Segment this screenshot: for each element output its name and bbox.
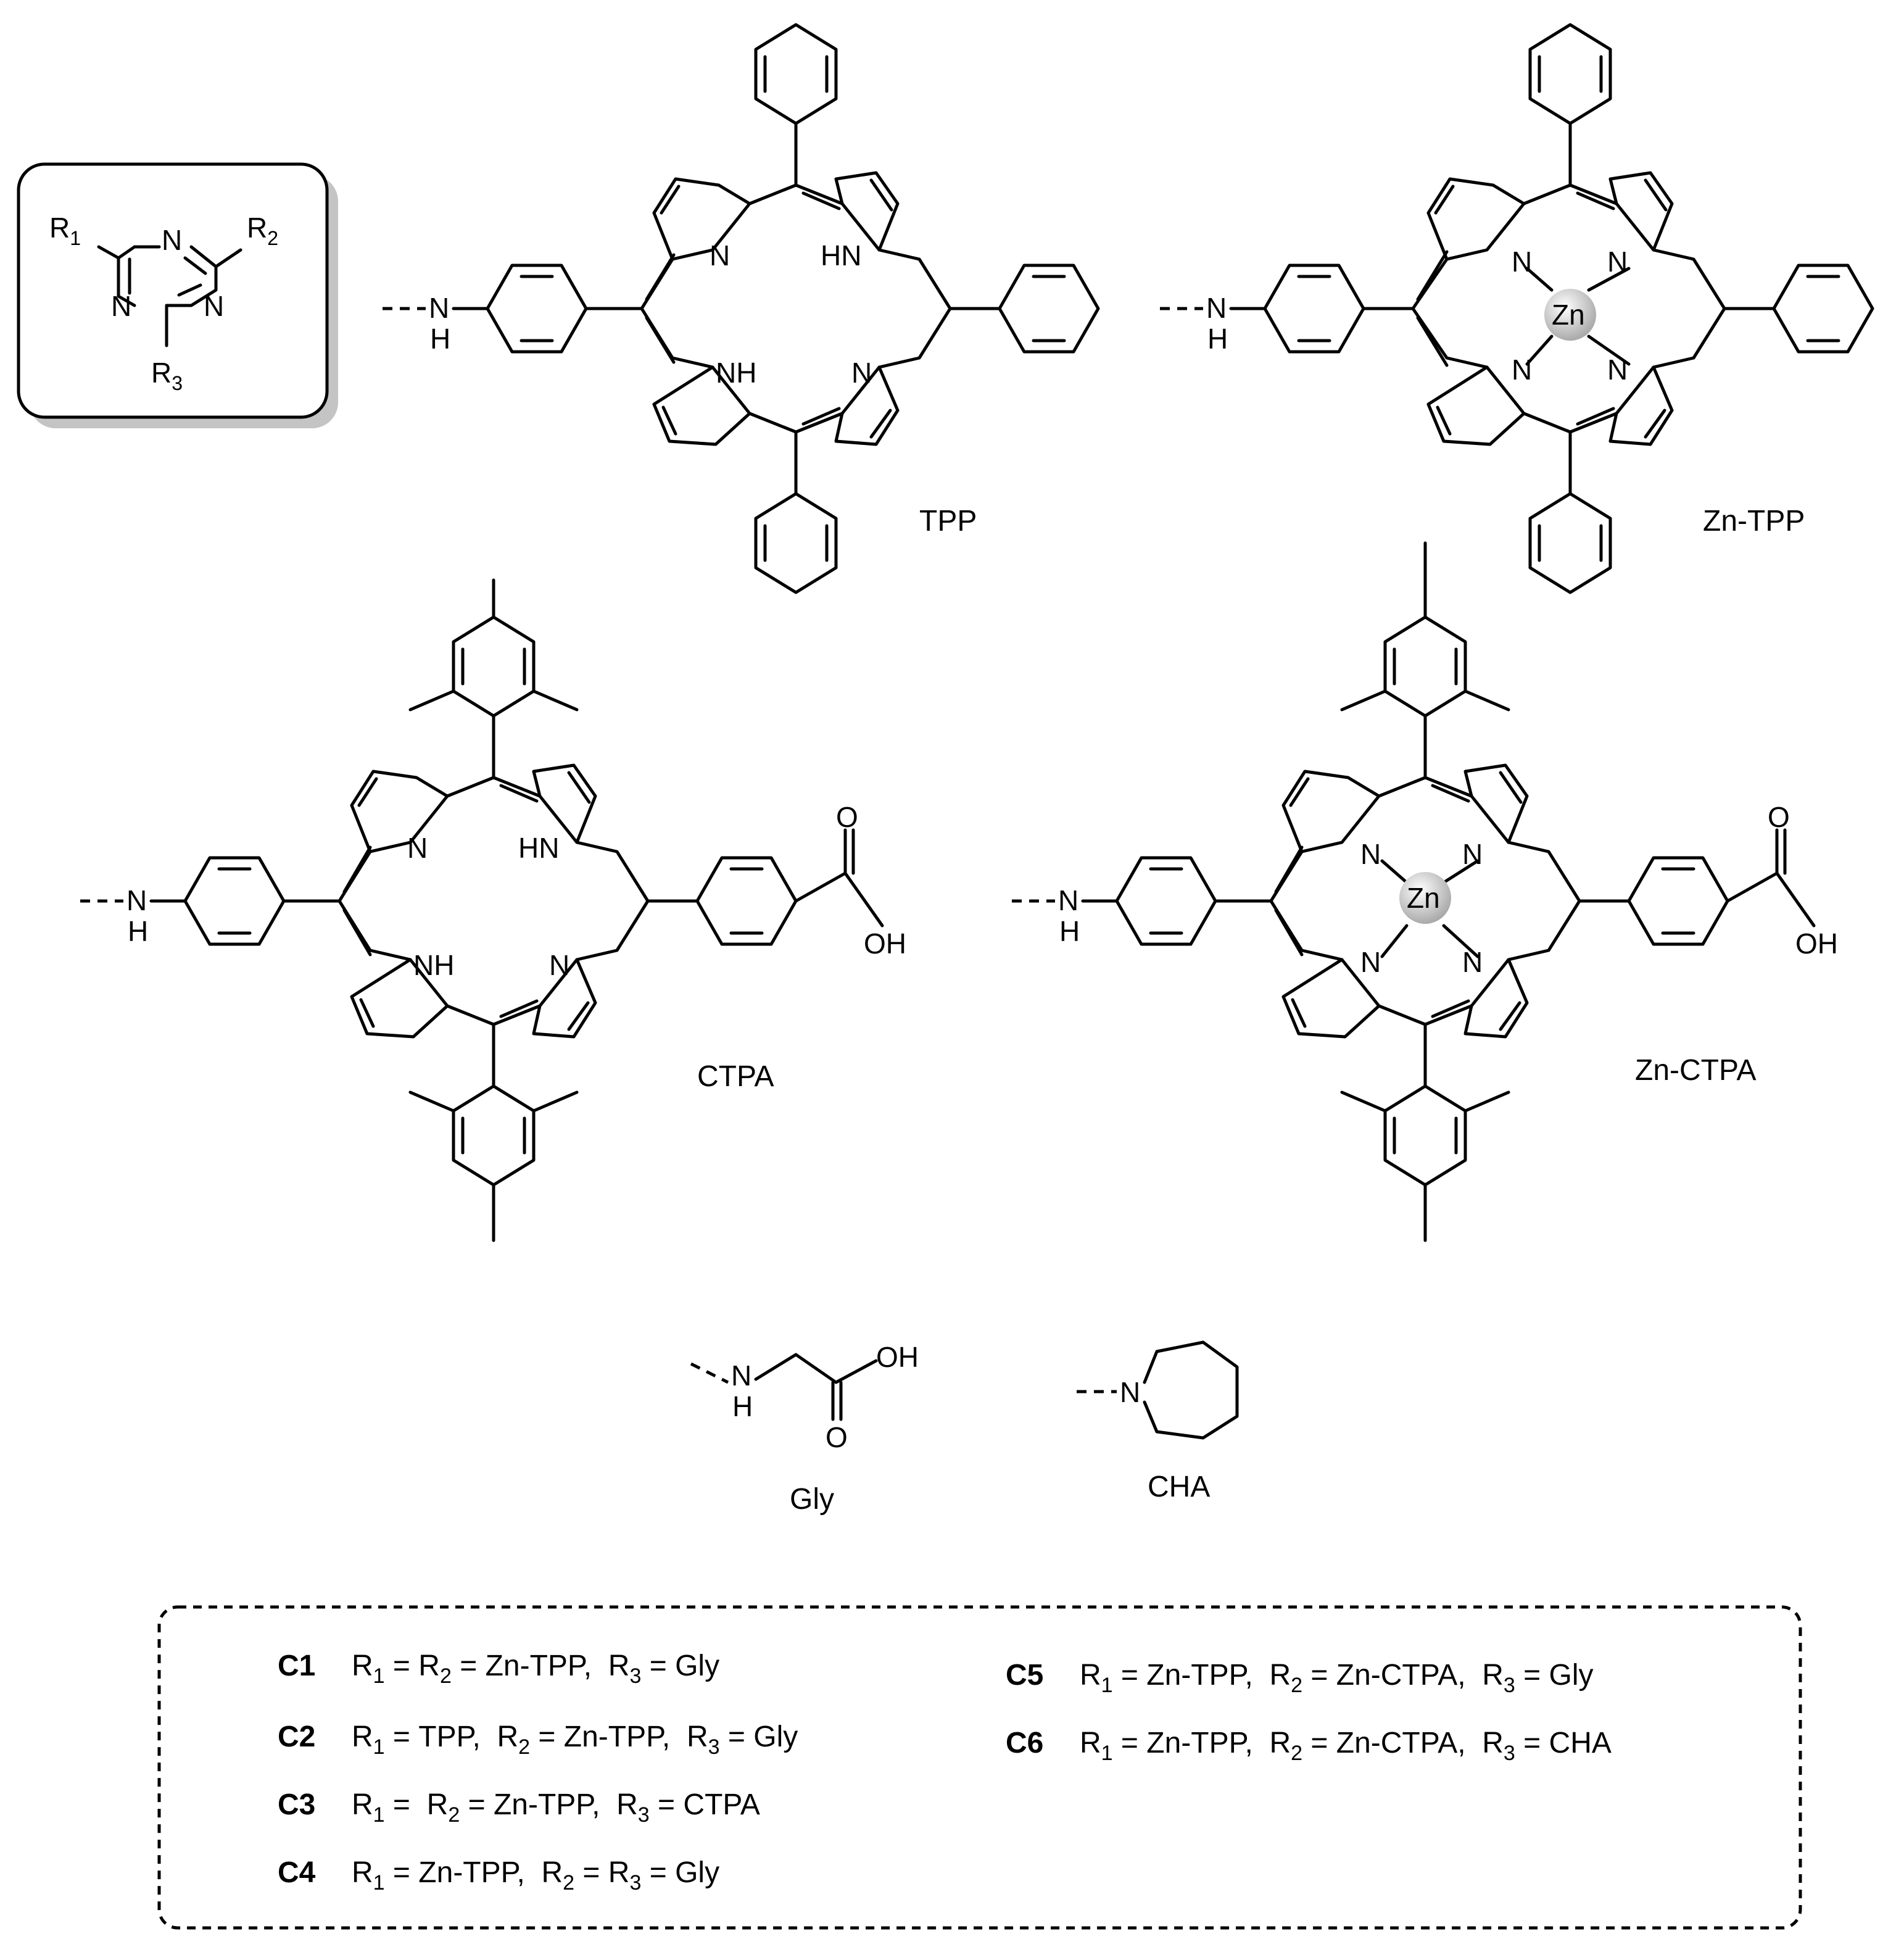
gly-label: Gly — [790, 1483, 834, 1516]
core-r2: R2 — [247, 212, 278, 249]
svg-text:NH: NH — [413, 949, 454, 981]
svg-text:Zn: Zn — [1552, 299, 1585, 331]
compound-id: C4 — [278, 1856, 316, 1889]
zn-tpp-label: Zn-TPP — [1703, 505, 1805, 538]
svg-text:H: H — [732, 1390, 753, 1422]
svg-text:HN: HN — [518, 832, 559, 864]
svg-text:N: N — [1360, 946, 1381, 978]
zn-ctpa-structure: N H N N N N Zn O OH Zn-C — [1012, 541, 1838, 1242]
zn-ctpa-label: Zn-CTPA — [1635, 1054, 1756, 1087]
compound-definition: R1 = Zn-TPP, R2 = R3 = Gly — [352, 1856, 719, 1895]
compound-id: C2 — [278, 1721, 315, 1753]
svg-text:H: H — [1059, 915, 1080, 947]
svg-text:N: N — [710, 239, 730, 272]
core-n-left: N — [111, 290, 131, 322]
compound-definition: R1 = R2 = Zn-TPP, R3 = CTPA — [352, 1788, 760, 1827]
zn-atom-sphere — [1399, 872, 1451, 924]
core-r1: R1 — [49, 212, 81, 249]
svg-text:HN: HN — [821, 239, 861, 272]
core-n-top: N — [162, 224, 182, 256]
svg-text:N: N — [851, 357, 872, 389]
svg-text:NH: NH — [716, 357, 756, 389]
tpp-label: TPP — [919, 505, 977, 538]
svg-text:O: O — [1768, 801, 1790, 833]
svg-text:N: N — [1360, 838, 1381, 870]
core-r3: R3 — [151, 357, 183, 394]
cha-label: CHA — [1148, 1471, 1210, 1503]
ctpa-label: CTPA — [697, 1060, 774, 1093]
core-n-right: N — [204, 290, 224, 322]
svg-text:N: N — [1462, 946, 1483, 978]
svg-text:N: N — [1512, 354, 1532, 386]
compound-id: C6 — [1006, 1727, 1043, 1759]
svg-text:H: H — [1207, 323, 1228, 355]
svg-text:OH: OH — [1795, 928, 1838, 960]
svg-text:N: N — [1512, 246, 1532, 278]
svg-text:N: N — [429, 292, 449, 324]
compound-id: C1 — [278, 1650, 315, 1682]
svg-text:N: N — [1462, 838, 1483, 870]
compound-definition: R1 = TPP, R2 = Zn-TPP, R3 = Gly — [352, 1721, 798, 1759]
triazine-core-box: N N N R1 R2 R3 — [17, 162, 338, 428]
svg-text:H: H — [128, 915, 148, 947]
svg-text:H: H — [430, 323, 450, 355]
svg-text:OH: OH — [876, 1341, 919, 1373]
svg-text:N: N — [1120, 1376, 1140, 1408]
ctpa-structure: N H N HN NH N O OH CTPA — [80, 578, 906, 1242]
compound-definition: R1 = Zn-TPP, R2 = Zn-CTPA, R3 = CHA — [1080, 1727, 1612, 1765]
zn-tpp-structure: N H N N N N Zn Zn-TPP — [1160, 23, 1874, 594]
svg-text:Zn: Zn — [1407, 882, 1440, 914]
svg-text:N: N — [126, 884, 147, 916]
svg-text:N: N — [549, 949, 569, 981]
compound-id: C3 — [278, 1788, 315, 1821]
svg-text:OH: OH — [864, 928, 906, 960]
compound-id: C5 — [1006, 1659, 1043, 1692]
svg-text:N: N — [1607, 246, 1628, 278]
svg-text:O: O — [826, 1421, 848, 1453]
svg-text:N: N — [1607, 354, 1628, 386]
cha-structure: N CHA — [1077, 1340, 1239, 1503]
svg-text:N: N — [407, 832, 428, 864]
gly-structure: N H OH O Gly — [690, 1341, 919, 1516]
triazine-ring — [97, 245, 242, 347]
svg-text:O: O — [836, 801, 858, 833]
svg-text:N: N — [1058, 884, 1078, 916]
svg-text:N: N — [1206, 292, 1227, 324]
compound-definition: R1 = Zn-TPP, R2 = Zn-CTPA, R3 = Gly — [1080, 1659, 1594, 1697]
svg-text:N: N — [731, 1360, 751, 1392]
compound-definition: R1 = R2 = Zn-TPP, R3 = Gly — [352, 1650, 719, 1688]
tpp-structure: N H N HN NH N TPP — [383, 23, 1100, 594]
zn-atom-sphere — [1544, 289, 1596, 341]
